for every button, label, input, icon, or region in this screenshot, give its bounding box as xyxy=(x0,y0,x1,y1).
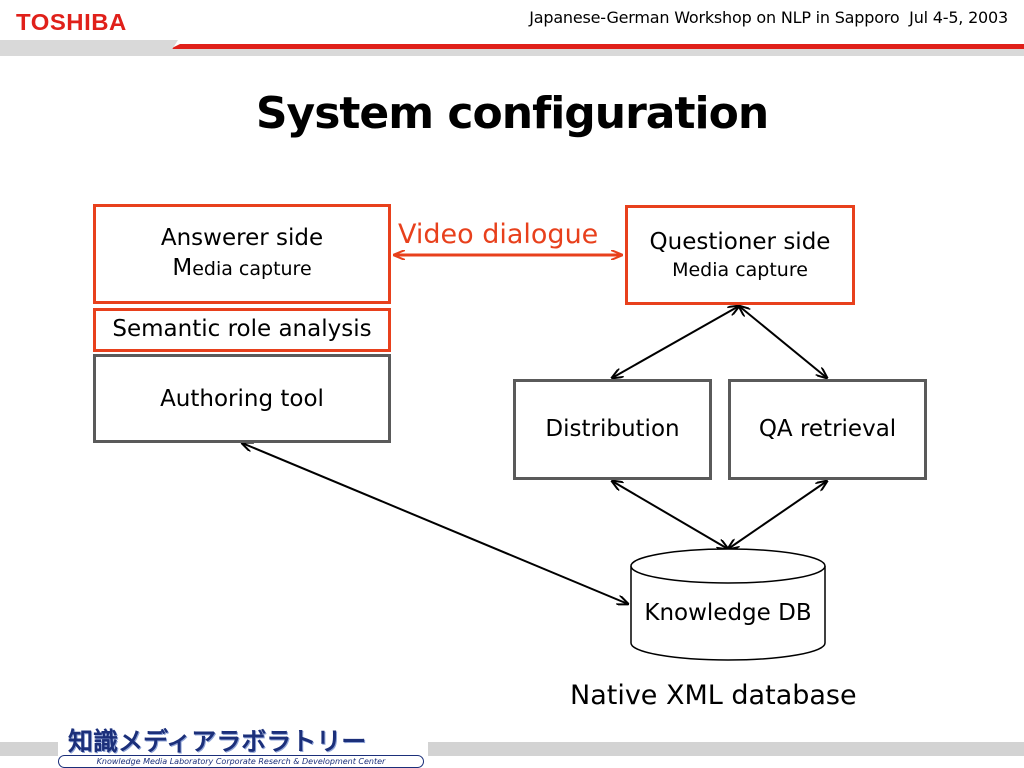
slide-title: System configuration xyxy=(255,88,769,139)
distribution-label: Distribution xyxy=(545,415,680,442)
video-dialogue-label: Video dialogue xyxy=(398,219,599,250)
header-divider xyxy=(0,40,1024,56)
answerer-side-label: Answerer side xyxy=(160,225,324,252)
answerer-media-capture-box: Answerer side Media capture xyxy=(93,204,391,304)
authoring-tool-box: Authoring tool xyxy=(93,354,391,443)
distribution-db-arrow xyxy=(612,481,728,549)
media-capture-label: Media capture xyxy=(172,255,312,281)
qa-retrieval-box: QA retrieval xyxy=(728,379,927,480)
questioner-side-label: Questioner side xyxy=(649,228,831,255)
lab-name-japanese: 知識メディアラボラトリー xyxy=(68,727,367,756)
questioner-media-capture-label: Media capture xyxy=(672,258,808,281)
toshiba-logo: TOSHIBA xyxy=(16,9,127,35)
lab-name-english: Knowledge Media Laboratory Corporate Res… xyxy=(58,755,424,768)
distribution-box: Distribution xyxy=(513,379,712,480)
authoring-tool-label: Authoring tool xyxy=(160,386,324,412)
qa-db-arrow xyxy=(728,481,827,549)
knowledge-media-lab-logo: 知識メディアラボラトリー Knowledge Media Laboratory … xyxy=(58,722,428,768)
semantic-role-analysis-box: Semantic role analysis xyxy=(93,308,391,352)
questioner-distribution-arrow xyxy=(612,306,739,378)
questioner-qa-arrow xyxy=(739,306,827,378)
knowledge-db-label: Knowledge DB xyxy=(644,600,812,626)
semantic-role-analysis-label: Semantic role analysis xyxy=(112,316,372,343)
event-header: Japanese-German Workshop on NLP in Sappo… xyxy=(529,8,1008,27)
questioner-media-capture-box: Questioner side Media capture xyxy=(625,205,855,305)
native-xml-database-label: Native XML database xyxy=(570,680,857,711)
qa-retrieval-label: QA retrieval xyxy=(758,415,897,442)
